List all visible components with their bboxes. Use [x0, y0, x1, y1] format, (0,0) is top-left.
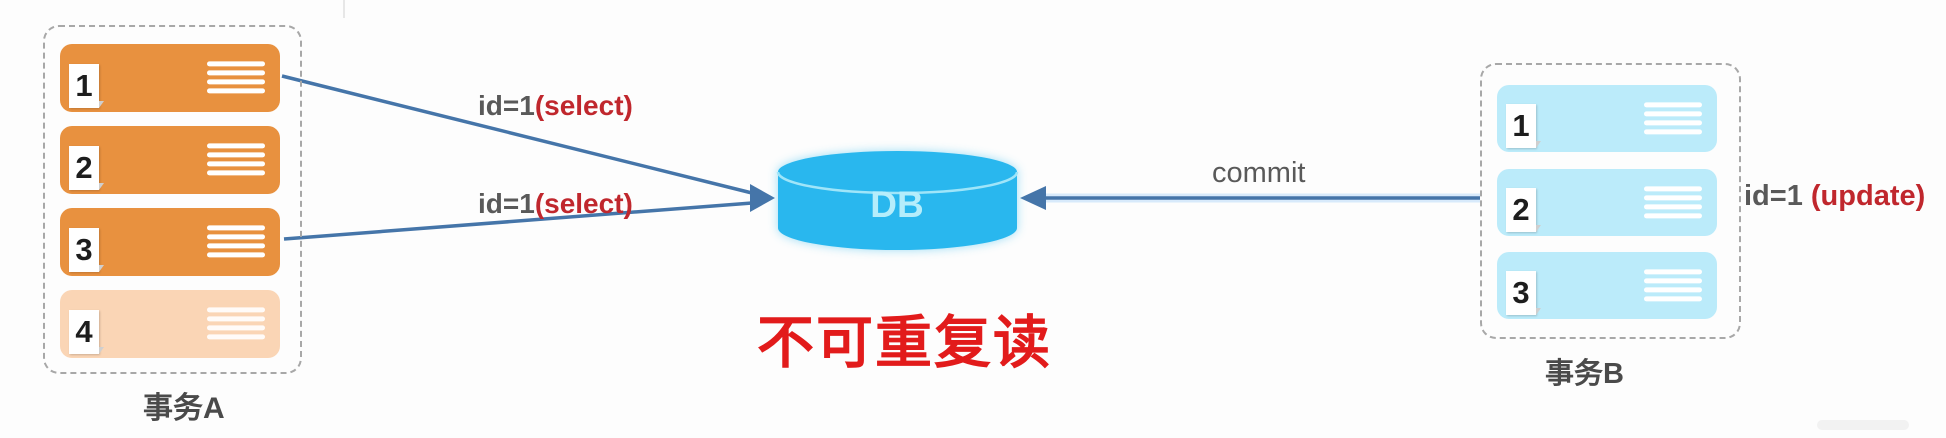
- transaction-b-row-1: 1: [1497, 85, 1717, 152]
- update-label: id=1 (update): [1744, 180, 1925, 213]
- select-arrowhead-icon: [750, 184, 775, 212]
- update-label-op: (update): [1802, 180, 1926, 212]
- list-lines-icon: [207, 143, 265, 176]
- row-number-badge: 1: [69, 64, 104, 108]
- row-number-badge: 2: [69, 146, 104, 190]
- row-number-badge: 3: [1506, 271, 1541, 315]
- row-number-badge: 3: [69, 228, 104, 272]
- select-label-bottom-op: (select): [534, 188, 633, 219]
- update-label-id: id=1: [1744, 180, 1803, 212]
- select-label-top: id=1(select): [478, 90, 633, 122]
- transaction-a-container: 1 2 3 4: [43, 25, 302, 374]
- row-number-badge: 2: [1506, 188, 1541, 232]
- commit-arrowhead-icon: [1020, 186, 1046, 210]
- list-lines-icon: [207, 225, 265, 258]
- transaction-a-row-4: 4: [60, 290, 280, 358]
- database-cylinder: DB: [776, 151, 1019, 251]
- select-label-bottom-id: id=1: [478, 188, 535, 219]
- commit-label: commit: [1212, 157, 1306, 189]
- list-lines-icon: [1644, 268, 1702, 301]
- transaction-a-row-2: 2: [60, 126, 280, 194]
- database-cylinder-seam: [776, 171, 1019, 195]
- list-lines-icon: [1644, 101, 1702, 134]
- list-lines-icon: [1644, 185, 1702, 218]
- select-label-top-op: (select): [534, 90, 633, 121]
- transaction-b-caption: 事务B: [1545, 358, 1624, 390]
- row-number-badge: 1: [1506, 104, 1541, 148]
- row-number-badge: 4: [69, 310, 104, 354]
- list-lines-icon: [207, 307, 265, 340]
- select-label-bottom: id=1(select): [478, 188, 633, 220]
- database-label: DB: [870, 184, 923, 225]
- transaction-b-row-2: 2: [1497, 169, 1717, 236]
- select-arrow-line-2: [283, 201, 753, 241]
- transaction-a-row-1: 1: [60, 44, 280, 112]
- select-arrow-line-1: [281, 74, 753, 195]
- transaction-b-container: 1 2 3: [1480, 63, 1741, 339]
- page-title: 不可重复读: [757, 311, 1052, 375]
- transaction-a-row-3: 3: [60, 208, 280, 276]
- video-artifact-line: [343, 0, 345, 18]
- transaction-a-caption: 事务A: [143, 392, 225, 425]
- transaction-b-row-3: 3: [1497, 252, 1717, 319]
- watermark-smudge: [1817, 420, 1909, 430]
- database-cylinder-body: [778, 151, 1017, 251]
- select-label-top-id: id=1: [478, 90, 535, 121]
- list-lines-icon: [207, 61, 265, 94]
